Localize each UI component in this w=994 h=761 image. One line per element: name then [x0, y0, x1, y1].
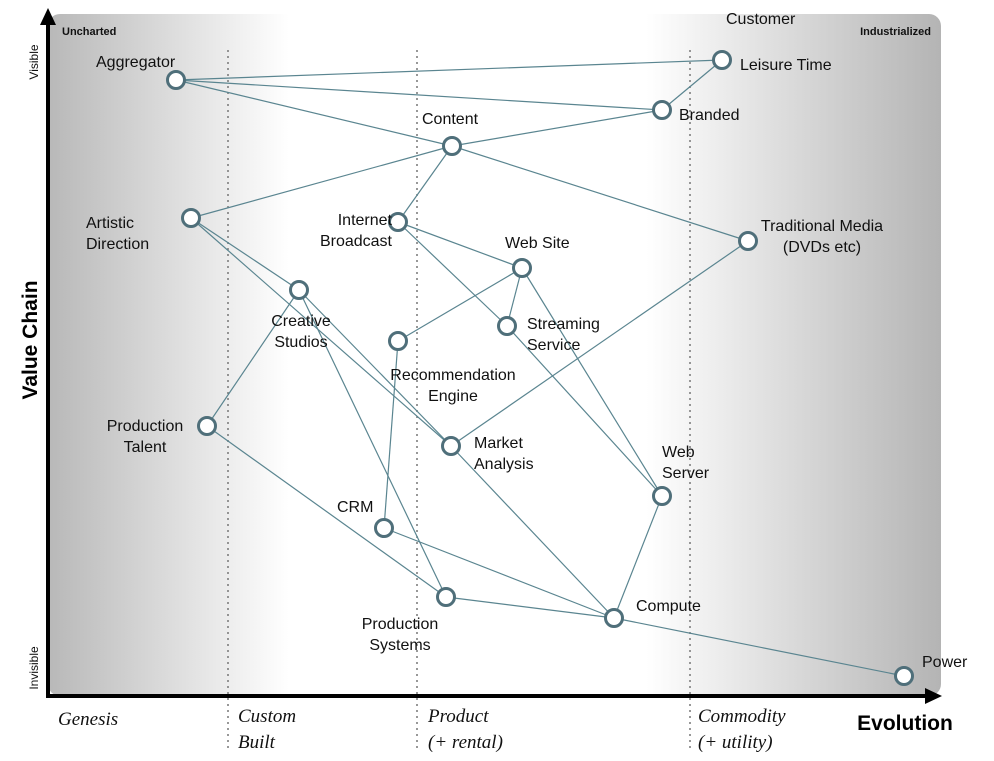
- node-compute[interactable]: [604, 608, 624, 628]
- edge-internet-broadcast-to-streaming-service: [397, 221, 508, 327]
- node-web-server[interactable]: [652, 486, 672, 506]
- edge-artistic-direction-to-creative-studios: [190, 217, 300, 291]
- edge-streaming-service-to-web-server: [506, 325, 663, 497]
- edge-traditional-media-to-market-analysis: [450, 240, 749, 447]
- label-leisure-time: Leisure Time: [740, 57, 832, 74]
- stage-label-product: Product (+ rental): [427, 706, 503, 753]
- edges-layer: [175, 59, 905, 677]
- node-artistic-direction[interactable]: [181, 208, 201, 228]
- y-axis-visible-label: Visible: [27, 44, 41, 79]
- label-compute: Compute: [636, 598, 701, 615]
- edge-production-talent-to-production-systems: [206, 425, 447, 598]
- label-traditional-media: Traditional Media(DVDs etc): [761, 218, 883, 256]
- node-content[interactable]: [442, 136, 462, 156]
- node-production-systems[interactable]: [436, 587, 456, 607]
- node-production-talent[interactable]: [197, 416, 217, 436]
- node-branded[interactable]: [652, 100, 672, 120]
- edge-market-analysis-to-compute: [450, 445, 615, 619]
- label-branded: Branded: [679, 107, 740, 124]
- node-aggregator[interactable]: [166, 70, 186, 90]
- edge-web-site-to-recommendation-engine: [397, 267, 523, 342]
- x-axis-title: Evolution: [857, 712, 953, 735]
- node-power[interactable]: [894, 666, 914, 686]
- stage-label-genesis: Genesis: [58, 709, 118, 730]
- node-internet-broadcast[interactable]: [388, 212, 408, 232]
- corner-label-industrialized: Industrialized: [860, 26, 931, 38]
- stage-label-commodity: Commodity (+ utility): [698, 706, 790, 753]
- node-recommendation-engine[interactable]: [388, 331, 408, 351]
- edge-recommendation-engine-to-crm: [383, 340, 399, 529]
- edge-web-server-to-compute: [613, 495, 663, 619]
- edge-web-site-to-web-server: [521, 267, 663, 497]
- node-web-site[interactable]: [512, 258, 532, 278]
- edge-crm-to-compute: [383, 527, 615, 619]
- y-axis-invisible-label: Invisible: [27, 646, 41, 690]
- node-crm[interactable]: [374, 518, 394, 538]
- node-traditional-media[interactable]: [738, 231, 758, 251]
- edge-aggregator-to-branded: [175, 79, 663, 111]
- edge-creative-studios-to-production-talent: [206, 289, 300, 427]
- edge-internet-broadcast-to-web-site: [397, 221, 523, 269]
- edge-creative-studios-to-market-analysis: [298, 289, 452, 447]
- edge-aggregator-to-content: [175, 79, 453, 147]
- stage-label-custom-built: Custom Built: [238, 706, 301, 753]
- y-axis-arrow: [40, 8, 56, 25]
- edge-leisure-time-to-branded: [661, 59, 723, 111]
- edge-aggregator-to-leisure-time: [175, 59, 723, 81]
- nodes-layer: [166, 50, 914, 686]
- label-content: Content: [422, 111, 479, 128]
- edge-creative-studios-to-production-systems: [298, 289, 447, 598]
- label-web-site: Web Site: [505, 235, 570, 252]
- x-axis-arrow: [925, 688, 942, 704]
- edge-content-to-branded: [451, 109, 663, 147]
- node-leisure-time[interactable]: [712, 50, 732, 70]
- label-customer: Customer: [726, 11, 796, 28]
- edge-compute-to-power: [613, 617, 905, 677]
- y-axis-title: Value Chain: [19, 280, 42, 399]
- node-market-analysis[interactable]: [441, 436, 461, 456]
- node-creative-studios[interactable]: [289, 280, 309, 300]
- edge-content-to-artistic-direction: [190, 145, 453, 219]
- edge-artistic-direction-to-market-analysis: [190, 217, 452, 447]
- corner-label-uncharted: Uncharted: [62, 26, 116, 38]
- edge-content-to-internet-broadcast: [397, 145, 453, 223]
- node-streaming-service[interactable]: [497, 316, 517, 336]
- edge-content-to-traditional-media: [451, 145, 749, 242]
- map-background: [48, 14, 941, 696]
- edge-production-systems-to-compute: [445, 596, 615, 619]
- label-crm: CRM: [337, 499, 373, 516]
- label-aggregator: Aggregator: [96, 54, 176, 71]
- label-power: Power: [922, 654, 968, 671]
